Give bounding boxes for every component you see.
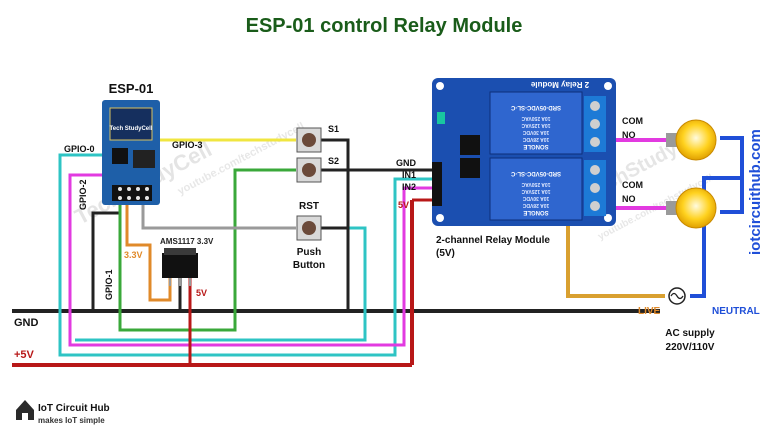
label-no2: NO [622, 194, 636, 204]
label-gpio1: GPIO-1 [104, 269, 114, 300]
label-3v3: 3.3V [124, 250, 143, 260]
ac-supply-label: AC supply [665, 328, 715, 339]
label-push: Push [297, 247, 321, 258]
side-brand-url: iotcircuithub.com [747, 129, 764, 255]
relay-pin-5v: 5V [398, 200, 409, 210]
relay-module [432, 78, 616, 226]
relay1-model: SRD-05VDC-SL-C [510, 104, 561, 110]
relay-caption-voltage: (5V) [436, 248, 455, 259]
label-com2: COM [622, 180, 643, 190]
brand-name: IoT Circuit Hub [38, 403, 110, 414]
label-no1: NO [622, 130, 636, 140]
relay-pin-in2: IN2 [402, 182, 416, 192]
brand-logo-icon [16, 400, 34, 420]
relay2-spec-1: 10A 250VAC [521, 181, 550, 187]
wire-gpio1 [118, 168, 296, 332]
label-gpio3: GPIO-3 [172, 140, 203, 150]
bulb-2 [666, 187, 717, 229]
wire-rst [141, 198, 296, 230]
relay2-brand: SONGLE [523, 209, 548, 215]
wire-switch-gnd [320, 138, 350, 311]
label-rst: RST [299, 201, 319, 212]
label-reg-5v: 5V [196, 288, 207, 298]
plus5v-rail [12, 200, 414, 367]
page-title: ESP-01 control Relay Module [246, 15, 523, 37]
relay1-spec-2: 10A 125VAC [521, 122, 550, 128]
esp01-module: Tech StudyCell [102, 100, 160, 205]
esp-label: ESP-01 [109, 81, 154, 96]
relay2-spec-2: 10A 125VAC [521, 188, 550, 194]
label-neutral: NEUTRAL [712, 306, 760, 317]
ac-supply-voltage: 220V/110V [666, 342, 715, 353]
label-button: Button [293, 260, 325, 271]
relay-pin-in1: IN1 [402, 170, 416, 180]
label-gpio0: GPIO-0 [64, 144, 95, 154]
ac-source-icon [668, 287, 686, 305]
relay-pcb-text: 2 Relay Module [530, 80, 589, 89]
bulb-1 [666, 119, 717, 161]
relay2-spec-4: 10A 28VDC [522, 202, 549, 208]
ams1117-regulator [162, 248, 198, 286]
esp-board-text: Tech StudyCell [110, 126, 153, 132]
brand-tagline: makes IoT simple [38, 416, 105, 425]
relay1-spec-3: 10A 30VDC [522, 129, 549, 135]
relay2-spec-3: 10A 30VDC [522, 195, 549, 201]
regulator-label: AMS1117 3.3V [160, 237, 214, 246]
relay2-model: SRD-05VDC-SL-C [510, 170, 561, 176]
label-s1: S1 [328, 124, 339, 134]
switch-s1[interactable] [296, 127, 322, 153]
label-s2: S2 [328, 156, 339, 166]
label-live: LIVE [638, 306, 661, 317]
relay1-spec-4: 10A 28VDC [522, 136, 549, 142]
wire-neutral-2 [704, 176, 744, 214]
relay1-brand: SONGLE [523, 143, 548, 149]
rail-5v-label: +5V [14, 349, 35, 361]
relay-caption: 2-channel Relay Module [436, 235, 550, 246]
switch-rst[interactable] [296, 215, 322, 241]
rail-gnd-label: GND [14, 317, 39, 329]
label-com1: COM [622, 116, 643, 126]
relay1-spec-1: 10A 250VAC [521, 115, 550, 121]
wire-cyan-rst [75, 226, 367, 342]
wire-3v3 [125, 205, 172, 302]
label-gpio2: GPIO-2 [78, 179, 88, 210]
switch-s2[interactable] [296, 157, 322, 183]
relay-pin-gnd: GND [396, 158, 417, 168]
